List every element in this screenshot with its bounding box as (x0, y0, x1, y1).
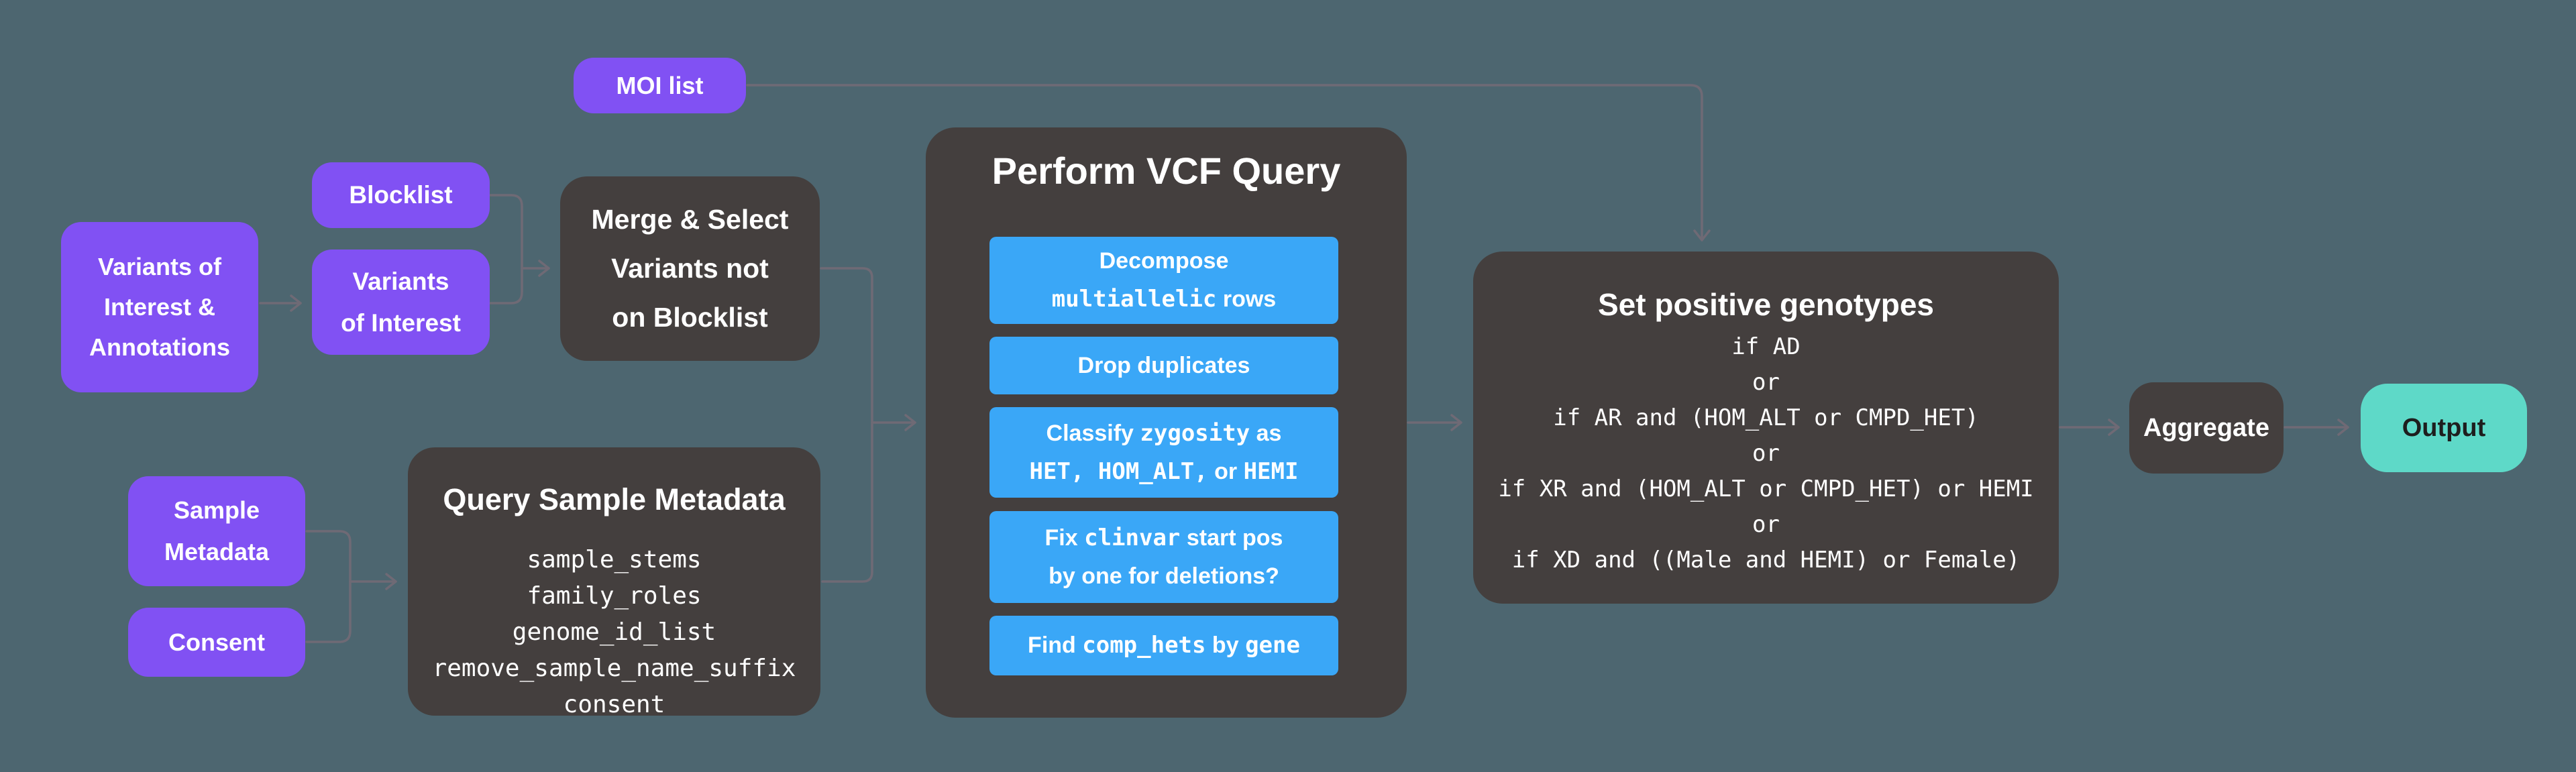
step-decompose-multiallelic: Decompose multiallelic rows (989, 237, 1338, 324)
node-aggregate: Aggregate (2129, 382, 2284, 474)
step-drop-duplicates: Drop duplicates (989, 337, 1338, 394)
step-line: multiallelic rows (1051, 286, 1277, 313)
step-line: Decompose (1099, 248, 1229, 274)
node-set-positive-genotypes-title: Set positive genotypes (1597, 287, 1934, 322)
edge-blocklist-voi-bracket (489, 194, 523, 305)
node-perform-vcf-query: Perform VCF Query Decompose multiallelic… (926, 127, 1407, 718)
edge-merge-query-bracket (820, 267, 873, 583)
step-line: Classify zygosity as (1046, 419, 1282, 447)
edge-samplemeta-consent-bracket (305, 530, 352, 643)
step-line: HET, HOM_ALT, or HEMI (1029, 457, 1299, 485)
node-moi-list-label: MOI list (616, 71, 704, 99)
step-fix-clinvar-start-pos: Fix clinvar start pos by one for deletio… (989, 511, 1338, 603)
step-line: Find comp_hets by gene (1028, 632, 1300, 659)
node-aggregate-label: Aggregate (2143, 413, 2269, 442)
step-classify-zygosity: Classify zygosity as HET, HOM_ALT, or HE… (989, 407, 1338, 498)
node-query-sample-metadata-title: Query Sample Metadata (443, 482, 786, 516)
step-find-comp-hets: Find comp_hets by gene (989, 616, 1338, 675)
node-output-label: Output (2402, 413, 2486, 442)
node-consent-label: Consent (168, 628, 265, 656)
node-consent: Consent (128, 608, 305, 677)
node-output: Output (2361, 384, 2527, 472)
step-line: by one for deletions? (1049, 563, 1279, 589)
step-line: Drop duplicates (1077, 352, 1250, 378)
node-perform-vcf-query-title: Perform VCF Query (991, 150, 1341, 192)
node-blocklist: Blocklist (312, 162, 490, 228)
node-moi-list: MOI list (574, 58, 746, 113)
node-blocklist-label: Blocklist (349, 181, 453, 209)
step-line: Fix clinvar start pos (1044, 524, 1283, 551)
